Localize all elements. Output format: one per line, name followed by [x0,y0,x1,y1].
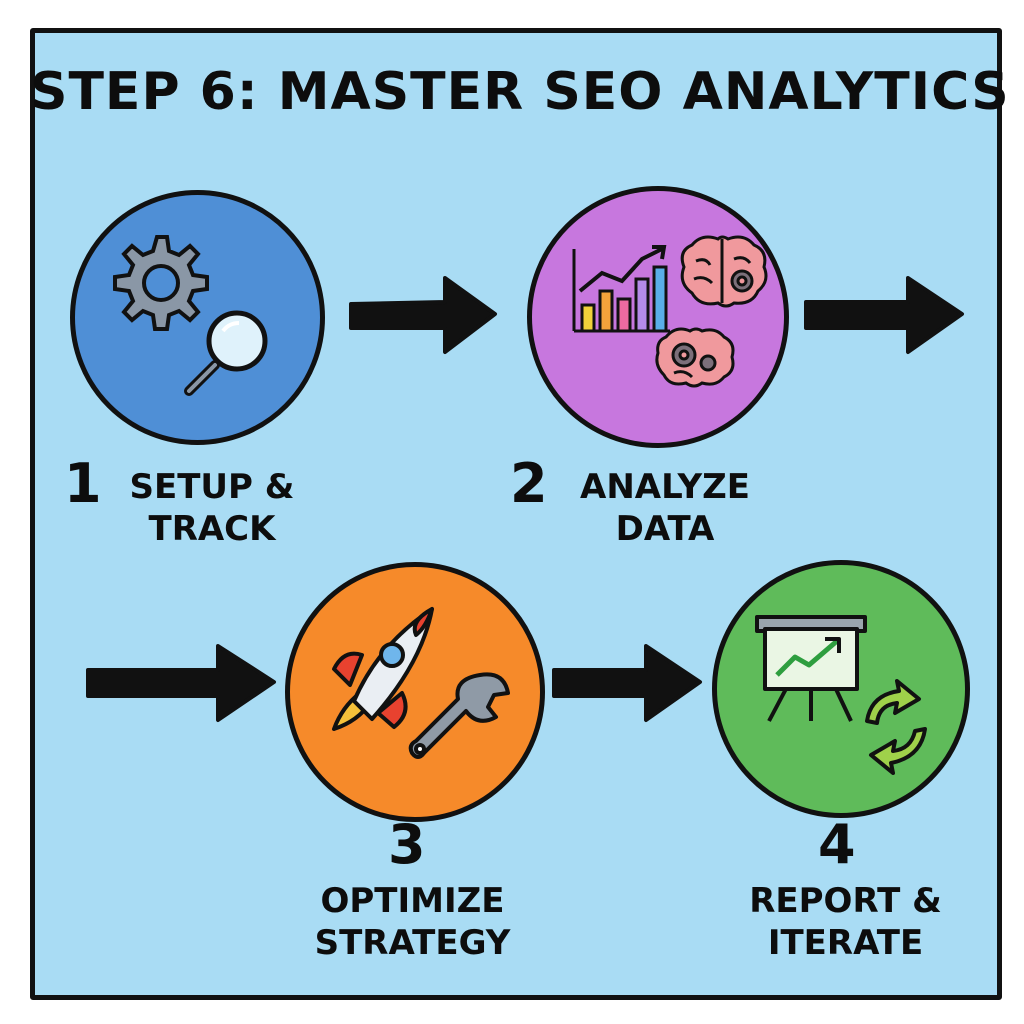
step-2-label-line1: ANALYZE [580,467,750,507]
arrow-into-3 [86,644,276,722]
step-2-label-line2: DATA [615,509,715,549]
step-3-label: OPTIMIZE STRATEGY [295,880,530,964]
step-2-number: 2 [510,452,548,515]
magnifier-icon [184,310,268,396]
step-1-label: SETUP & TRACK [112,466,312,550]
step-4-label-line1: REPORT & [749,881,942,921]
arrow-3-to-4 [552,644,702,722]
wrench-icon [408,672,510,759]
step-3-number: 3 [388,813,426,876]
refresh-cycle-icon [865,679,927,775]
rocket-icon [332,607,434,731]
step-1-number: 1 [64,452,102,515]
step-1-label-line1: SETUP & [129,467,295,507]
brain-gear-icon [680,235,768,308]
gear-icon [113,235,209,331]
step-1-label-line2: TRACK [148,509,276,549]
step-4-number: 4 [818,813,856,876]
bar-chart-icon [572,245,670,333]
step-4-label-line2: ITERATE [767,923,924,963]
arrow-1-to-2 [349,276,497,354]
step-1-circle [70,190,325,445]
step-4-circle [712,560,970,818]
page-title: STEP 6: MASTER SEO ANALYTICS [30,62,1010,122]
brain-gear-icon-2 [655,327,735,388]
step-2-circle [527,186,789,448]
step-3-label-line1: OPTIMIZE [320,881,505,921]
step-3-label-line2: STRATEGY [314,923,511,963]
step-2-label: ANALYZE DATA [560,466,770,550]
step-3-circle [285,562,545,822]
step-4-label: REPORT & ITERATE [738,880,953,964]
arrow-2-to-next-row [804,276,964,354]
presentation-board-icon [755,615,867,722]
